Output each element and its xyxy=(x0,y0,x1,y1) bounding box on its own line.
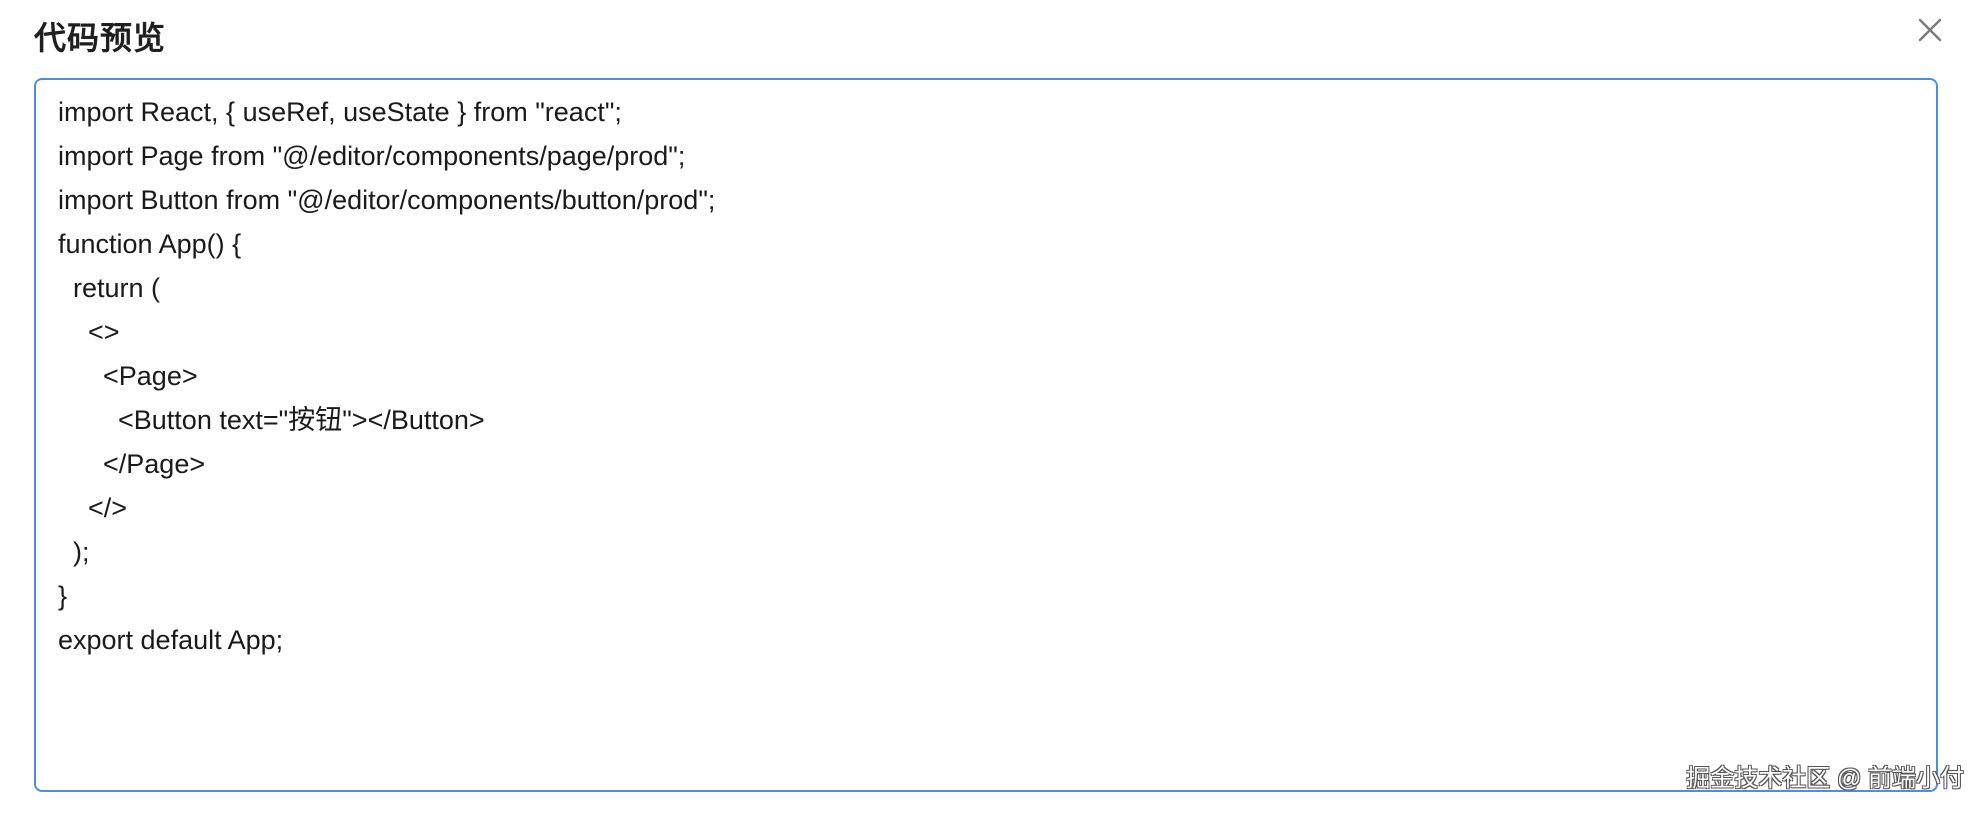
code-line: export default App; xyxy=(58,625,284,655)
code-line: import Page from "@/editor/components/pa… xyxy=(58,141,686,171)
code-line: </Page> xyxy=(58,449,206,479)
code-line: <Button text="按钮"></Button> xyxy=(58,405,485,435)
code-line: return ( xyxy=(58,273,161,303)
code-line: <Page> xyxy=(58,361,198,391)
code-line: import Button from "@/editor/components/… xyxy=(58,185,716,215)
dialog-title: 代码预览 xyxy=(34,20,167,56)
code-line: ); xyxy=(58,537,90,567)
code-line: <> xyxy=(58,317,120,347)
code-line: </> xyxy=(58,493,128,523)
close-icon xyxy=(1918,18,1942,42)
watermark: 掘金技术社区 @ 前端小付 xyxy=(1686,765,1964,792)
code-line: import React, { useRef, useState } from … xyxy=(58,97,622,127)
code-line: function App() { xyxy=(58,229,242,259)
code-line: } xyxy=(58,581,68,611)
code-textarea[interactable]: import React, { useRef, useState } from … xyxy=(34,78,1938,792)
close-button[interactable] xyxy=(1912,12,1948,48)
